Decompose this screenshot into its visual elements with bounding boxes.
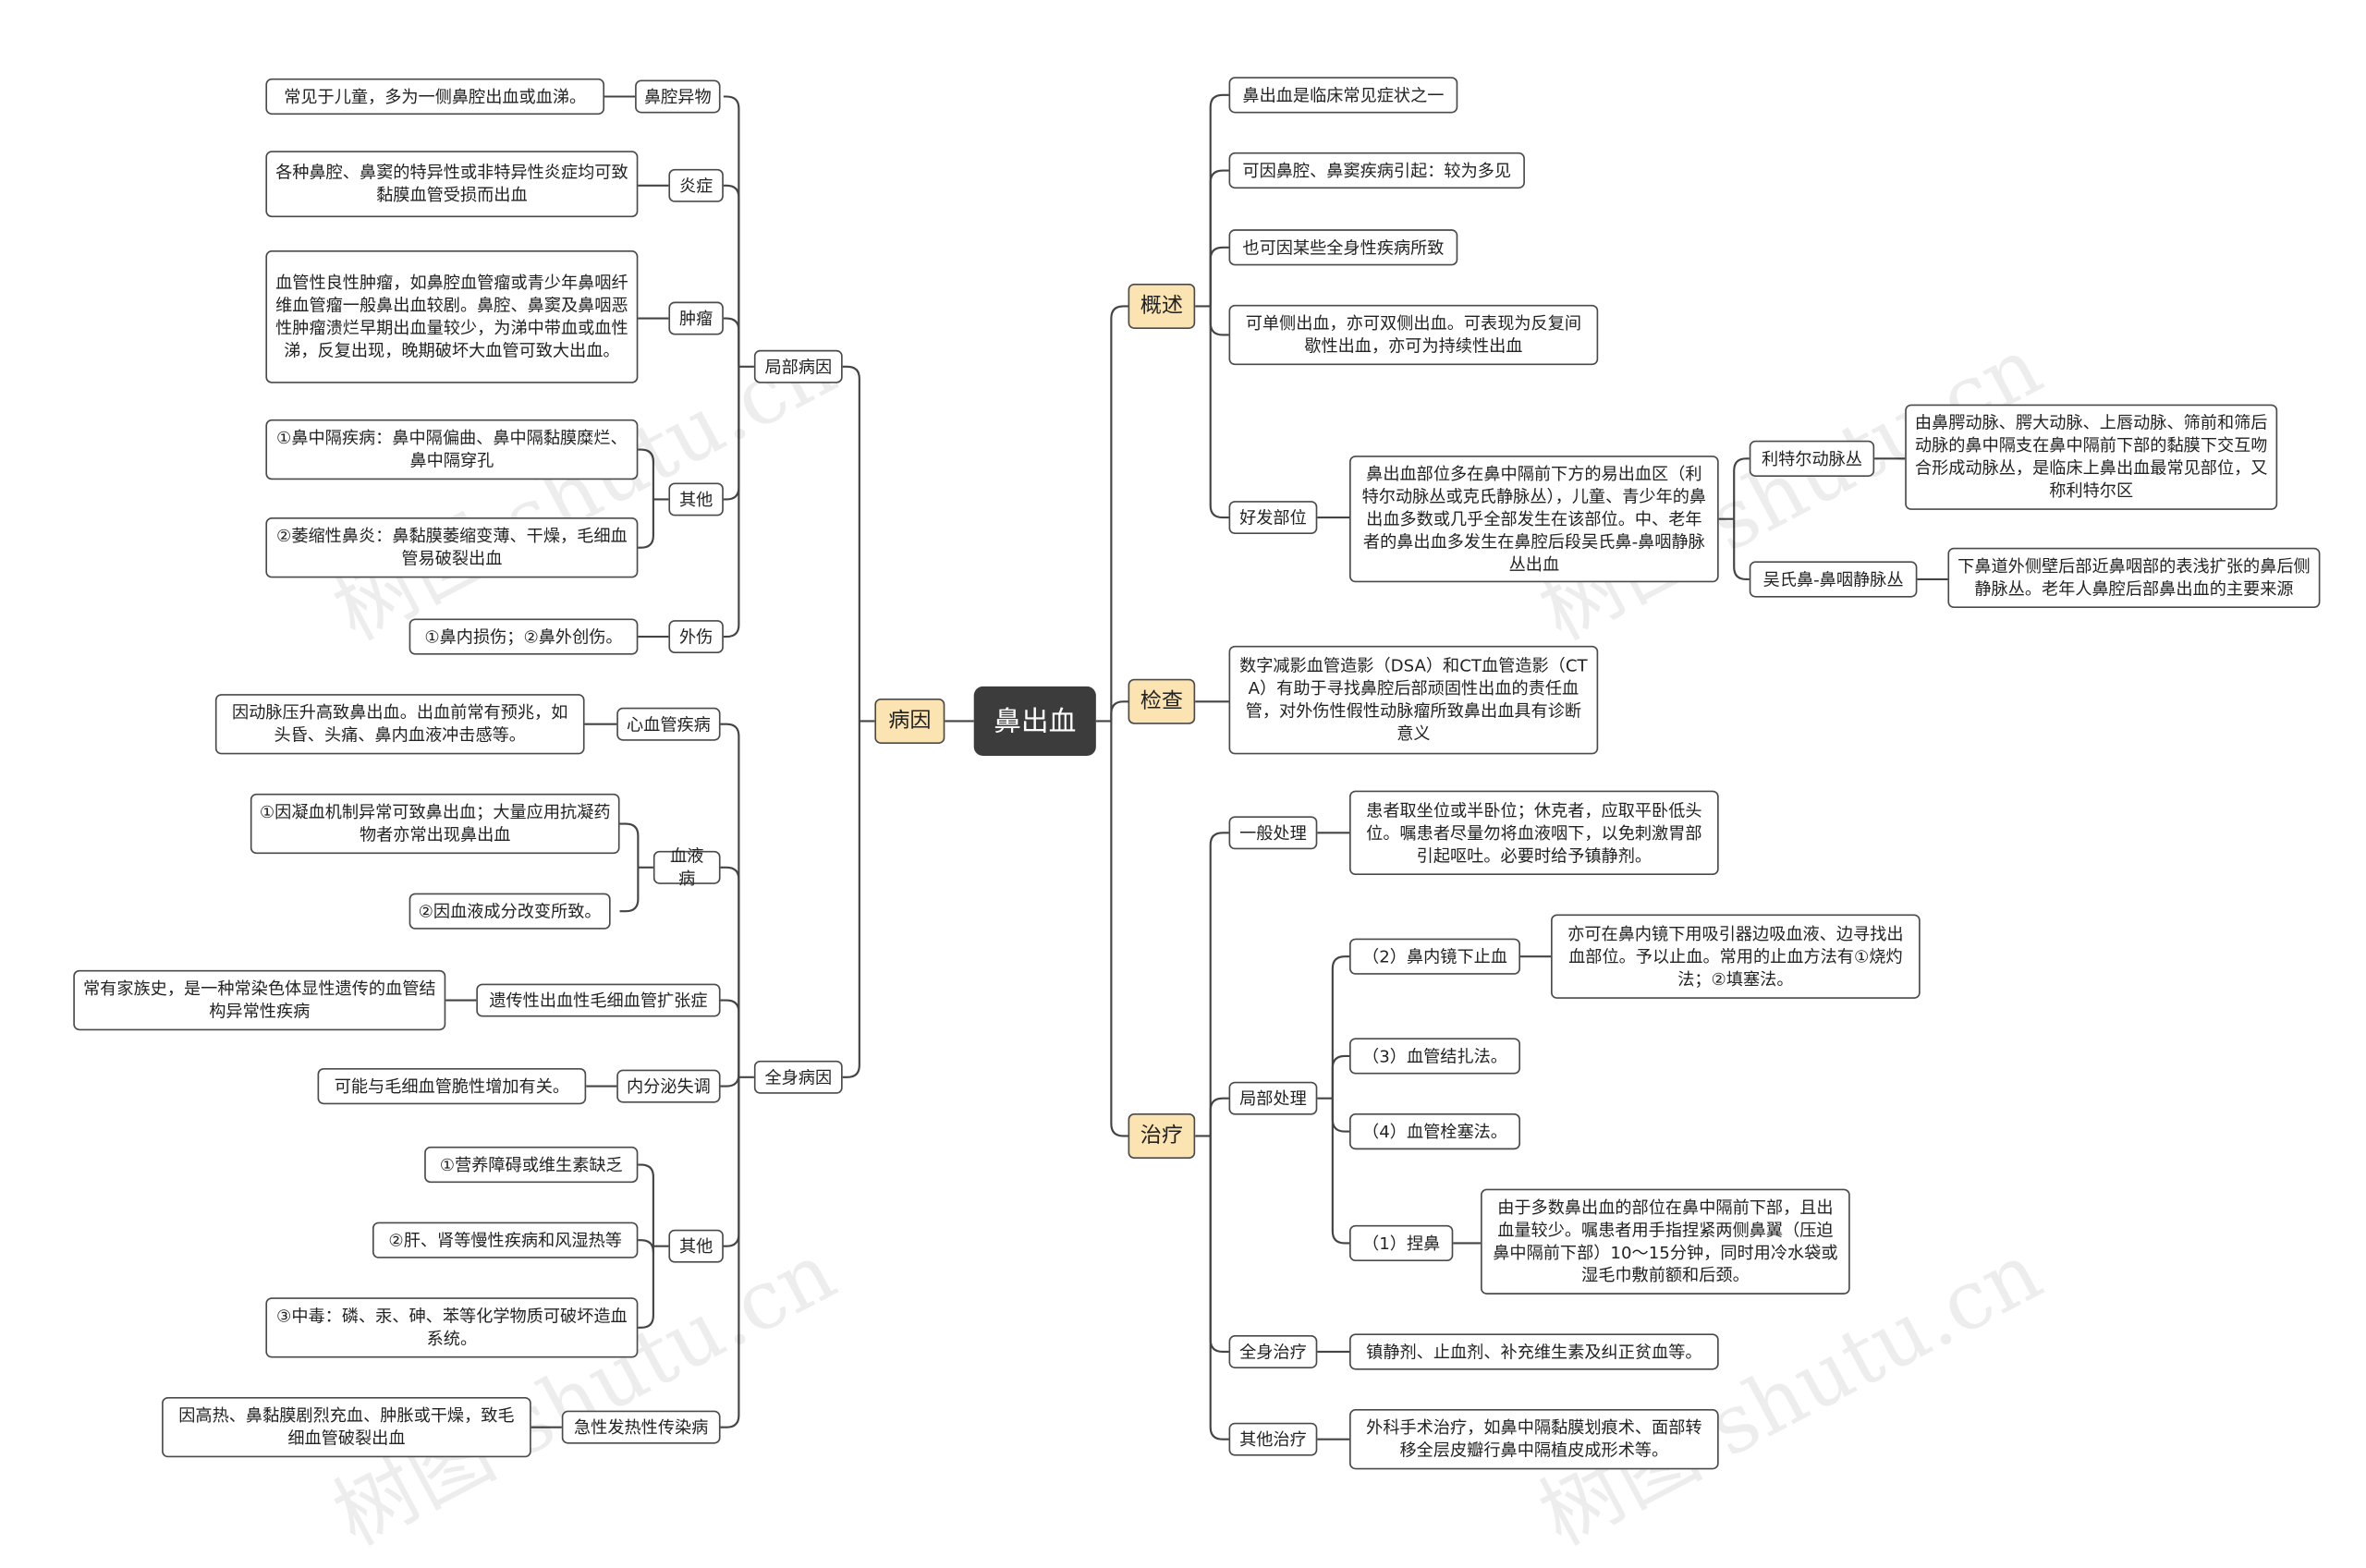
- local-other-node[interactable]: 其他: [668, 482, 724, 517]
- connector-line: [1209, 1136, 1229, 1354]
- inflammation-node[interactable]: 炎症: [668, 168, 724, 202]
- connector-line: [1110, 700, 1128, 722]
- root-node[interactable]: 鼻出血: [973, 686, 1096, 757]
- branch-treatment[interactable]: 治疗: [1128, 1113, 1196, 1159]
- connector-line: [723, 95, 740, 367]
- local-other-item-1: ①鼻中隔疾病：鼻中隔偏曲、鼻中隔黏膜糜烂、鼻中隔穿孔: [265, 419, 639, 480]
- ligation-node[interactable]: （3）血管结扎法。: [1349, 1038, 1520, 1075]
- overview-item-2: 可因鼻腔、鼻窦疾病引起：较为多见: [1228, 152, 1525, 189]
- connector-line: [1209, 306, 1229, 519]
- branch-exam[interactable]: 检查: [1128, 678, 1196, 724]
- pinch-detail: 由于多数鼻出血的部位在鼻中隔前下部，且出血量较少。嘱患者用手指捏紧两侧鼻翼（压迫…: [1481, 1188, 1850, 1295]
- foreign-body-node[interactable]: 鼻腔异物: [635, 79, 721, 114]
- connector-line: [1331, 955, 1350, 1099]
- tumor-detail: 血管性良性肿瘤，如鼻腔血管瘤或青少年鼻咽纤维血管瘤一般鼻出血较剧。鼻腔、鼻窦及鼻…: [265, 250, 639, 383]
- connector-line: [1209, 1136, 1229, 1440]
- connector-line: [720, 1076, 740, 1428]
- connector-line: [1331, 1054, 1350, 1099]
- general-treatment-detail: 患者取坐位或半卧位；休克者，应取平卧低头位。嘱患者尽量勿将血液咽下，以免刺激胃部…: [1349, 790, 1719, 876]
- connector-line: [723, 366, 740, 638]
- cardio-node[interactable]: 心血管疾病: [616, 707, 721, 741]
- systemic-cause-node[interactable]: 全身病因: [753, 1060, 843, 1094]
- connector-line: [619, 867, 640, 913]
- local-other-item-2: ②萎缩性鼻炎：鼻黏膜萎缩变薄、干燥，毛细血管易破裂出血: [265, 517, 639, 578]
- endocrine-detail: 可能与毛细血管脆性增加有关。: [317, 1068, 587, 1105]
- blood-item-2: ②因血液成分改变所致。: [409, 893, 611, 930]
- inflammation-detail: 各种鼻腔、鼻窦的特异性或非特异性炎症均可致黏膜血管受损而出血: [265, 151, 639, 218]
- connector-line: [1209, 1097, 1229, 1136]
- connector-line: [1733, 457, 1750, 519]
- systemic-other-node[interactable]: 其他: [668, 1229, 724, 1263]
- predilection-node[interactable]: 好发部位: [1228, 501, 1318, 535]
- predilection-detail: 鼻出血部位多在鼻中隔前下方的易出血区（利特尔动脉丛或克氏静脉丛），儿童、青少年的…: [1349, 456, 1719, 583]
- systemic-other-item-2: ②肝、肾等慢性疾病和风湿热等: [372, 1222, 639, 1258]
- blood-node[interactable]: 血液病: [652, 846, 721, 889]
- trauma-node[interactable]: 外伤: [668, 620, 724, 654]
- febrile-node[interactable]: 急性发热性传染病: [561, 1410, 721, 1444]
- connector-line: [1209, 246, 1229, 307]
- exam-detail: 数字减影血管造影（DSA）和CT血管造影（CTA）有助于寻找鼻腔后部顽固性出血的…: [1228, 645, 1599, 755]
- hereditary-node[interactable]: 遗传性出血性毛细血管扩张症: [476, 983, 721, 1017]
- connector-line: [638, 1239, 654, 1253]
- connector-line: [720, 999, 740, 1077]
- overview-item-1: 鼻出血是临床常见症状之一: [1228, 77, 1458, 114]
- connector-line: [1209, 93, 1229, 307]
- connector-line: [638, 1246, 654, 1329]
- other-treatment-node[interactable]: 其他治疗: [1228, 1422, 1318, 1456]
- febrile-detail: 因高热、鼻黏膜剧烈充血、肿胀或干燥，致毛细血管破裂出血: [162, 1396, 531, 1458]
- connector-line: [638, 499, 654, 549]
- trauma-detail: ①鼻内损伤；②鼻外创伤。: [409, 618, 639, 655]
- general-treatment-node[interactable]: 一般处理: [1228, 816, 1318, 850]
- connector-line: [1110, 305, 1128, 722]
- connector-line: [1209, 832, 1229, 1136]
- cardio-detail: 因动脉压升高致鼻出血。出血前常有预兆，如头昏、头痛、鼻内血液冲击感等。: [214, 694, 585, 755]
- branch-overview[interactable]: 概述: [1128, 283, 1196, 329]
- local-treatment-node[interactable]: 局部处理: [1228, 1081, 1318, 1115]
- woodruff-plexus-node[interactable]: 吴氏鼻-鼻咽静脉丛: [1749, 561, 1918, 598]
- connector-line: [1209, 169, 1229, 307]
- tumor-node[interactable]: 肿瘤: [668, 301, 724, 335]
- woodruff-plexus-detail: 下鼻道外侧壁后部近鼻咽部的表浅扩张的鼻后侧静脉丛。老年人鼻腔后部鼻出血的主要来源: [1947, 547, 2321, 609]
- overview-item-3: 也可因某些全身性疾病所致: [1228, 229, 1458, 266]
- connector-line: [842, 365, 860, 722]
- pinch-node[interactable]: （1）捏鼻: [1349, 1224, 1454, 1262]
- connector-line: [1209, 306, 1229, 336]
- endocrine-node[interactable]: 内分泌失调: [616, 1069, 721, 1103]
- connector-line: [723, 317, 740, 367]
- connector-line: [720, 866, 740, 1077]
- endoscopic-node[interactable]: （2）鼻内镜下止血: [1349, 938, 1520, 975]
- endoscopic-detail: 亦可在鼻内镜下用吸引器边吸血液、边寻找出血部位。予以止血。常用的止血方法有①烧灼…: [1551, 914, 1921, 999]
- systemic-treatment-detail: 镇静剂、止血剂、补充维生素及纠正贫血等。: [1349, 1333, 1719, 1370]
- branch-cause[interactable]: 病因: [874, 698, 945, 744]
- connector-line: [723, 184, 740, 367]
- systemic-treatment-node[interactable]: 全身治疗: [1228, 1335, 1318, 1368]
- connector-line: [720, 1076, 740, 1247]
- connector-line: [720, 1074, 740, 1088]
- connector-line: [638, 1163, 654, 1246]
- local-cause-node[interactable]: 局部病因: [753, 349, 843, 383]
- connector-line: [1110, 721, 1128, 1137]
- hereditary-detail: 常有家族史，是一种常染色体显性遗传的血管结构异常性疾病: [73, 969, 446, 1031]
- embolization-node[interactable]: （4）血管栓塞法。: [1349, 1113, 1520, 1150]
- blood-item-1: ①因凝血机制异常可致鼻出血；大量应用抗凝药物者亦常出现鼻出血: [250, 793, 620, 855]
- foreign-body-detail: 常见于儿童，多为一侧鼻腔出血或血涕。: [265, 78, 605, 115]
- connector-line: [720, 723, 740, 1077]
- other-treatment-detail: 外科手术治疗，如鼻中隔黏膜划痕术、面部转移全层皮瓣行鼻中隔植皮成形术等。: [1349, 1409, 1719, 1470]
- connector-line: [842, 721, 860, 1078]
- little-plexus-node[interactable]: 利特尔动脉丛: [1749, 440, 1875, 477]
- little-plexus-detail: 由鼻腭动脉、腭大动脉、上唇动脉、筛前和筛后动脉的鼻中隔支在鼻中隔前下部的黏膜下交…: [1905, 404, 2278, 510]
- connector-line: [1331, 1098, 1350, 1245]
- systemic-other-item-3: ③中毒：磷、汞、砷、苯等化学物质可破坏造血系统。: [265, 1297, 639, 1358]
- systemic-other-item-1: ①营养障碍或维生素缺乏: [424, 1146, 639, 1184]
- connector-line: [723, 366, 740, 501]
- overview-item-4: 可单侧出血，亦可双侧出血。可表现为反复间歇性出血，亦可为持续性出血: [1228, 304, 1599, 366]
- connector-line: [1733, 518, 1750, 581]
- connector-line: [1331, 1098, 1350, 1133]
- connector-line: [638, 448, 654, 500]
- connector-line: [619, 822, 640, 868]
